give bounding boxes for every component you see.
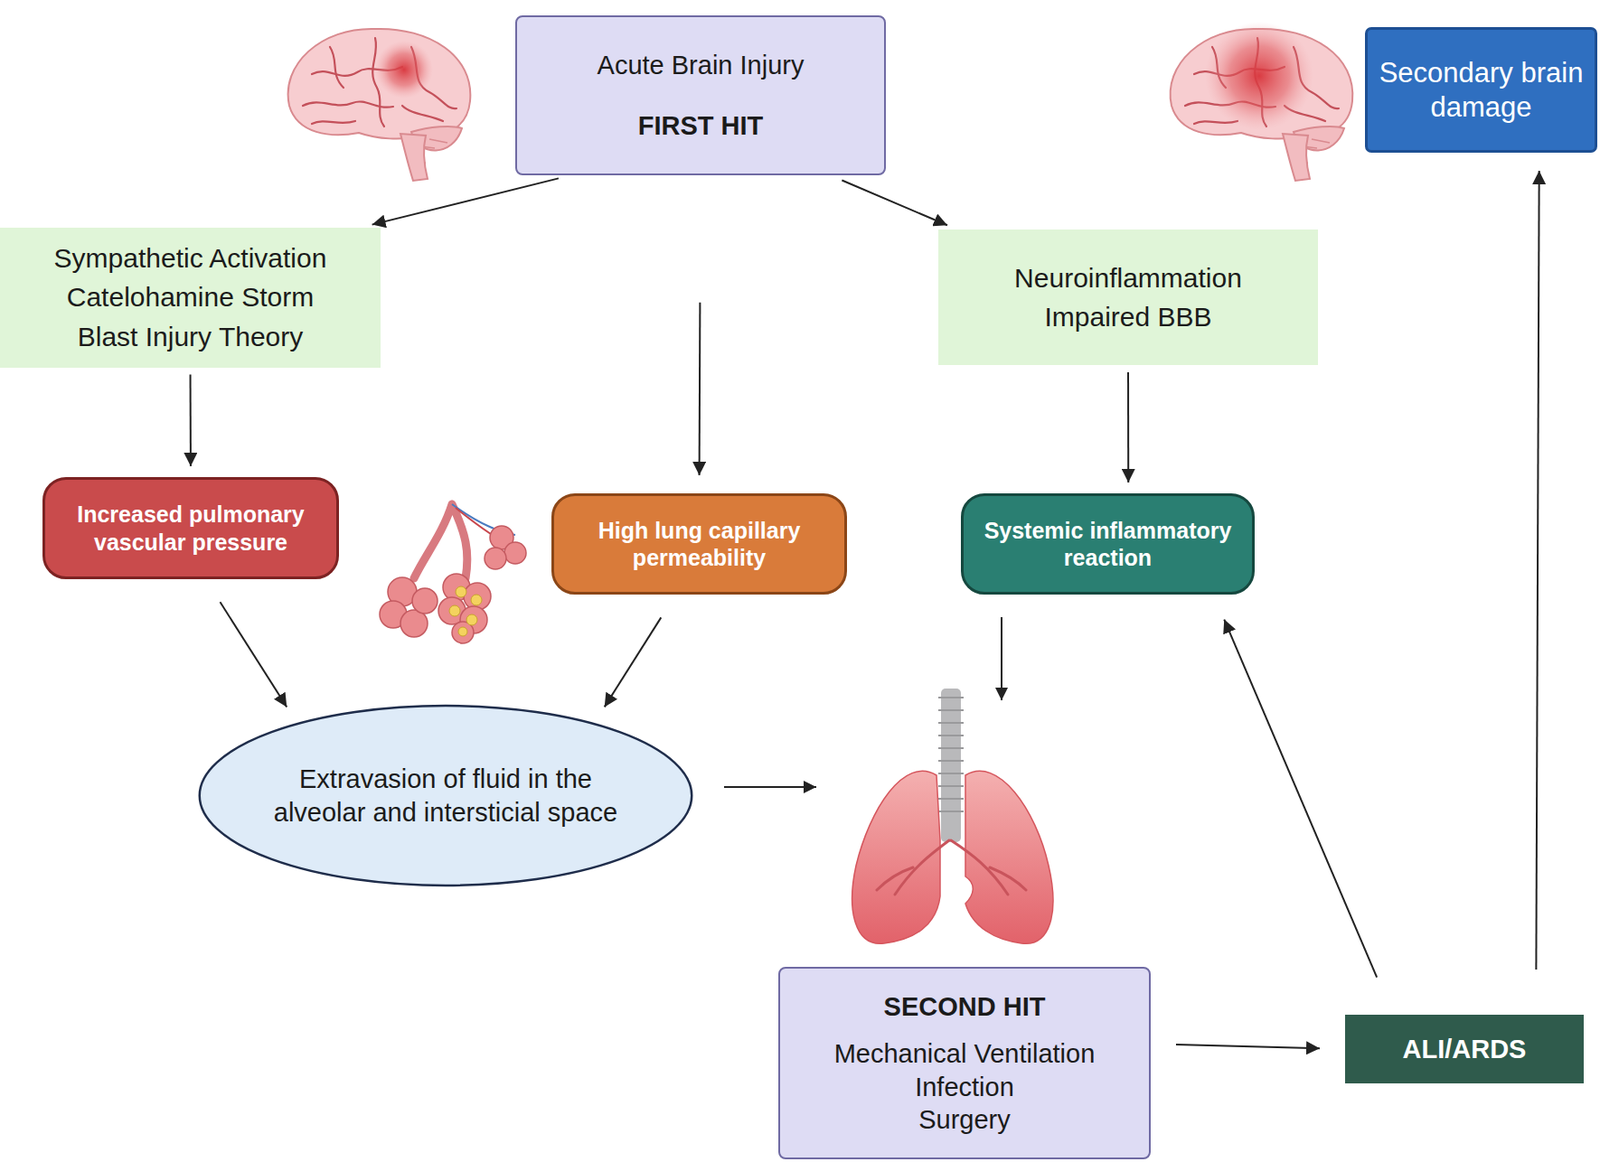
node-text: Extravasion of fluid in the alveolar and… [267,762,624,829]
bronchiole [414,504,468,579]
brain-illustration [288,28,471,181]
text-wrap: NeuroinflammationImpaired BBB [938,251,1318,345]
node-text: Secondary brain damage [1378,56,1584,125]
arrow-connector [372,178,559,225]
ellipse-shape [199,705,693,886]
text-wrap: Sympathetic ActivationCatelohamine Storm… [0,231,381,365]
node-text: High lung capillary permeability [574,517,825,573]
node-text: Impaired BBB [949,297,1308,338]
text-wrap: Extravasion of fluid in the alveolar and… [197,744,695,848]
arrow-connector [1127,372,1130,483]
process-ellipse: Extravasion of fluid in the alveolar and… [197,704,695,888]
node-text: Infection [794,1071,1135,1104]
mechanism-band: NeuroinflammationImpaired BBB [938,229,1318,366]
arrow-connector [1176,1044,1320,1049]
ellipse-outline [197,704,695,888]
alveolus-detail [449,586,482,637]
alveolus-cluster [379,526,527,644]
outcome-box: Secondary brain damage [1364,27,1598,153]
node-text: Blast Injury Theory [10,317,370,358]
text-wrap: Secondary brain damage [1367,48,1595,132]
brain-illustration [1170,21,1354,181]
lung-illustration [852,688,1054,944]
outcome-box: ALI/ARDS [1345,1015,1584,1084]
node-text: Surgery [794,1103,1135,1137]
node-heading: FIRST HIT [531,109,870,142]
text-wrap: ALI/ARDS [1345,1028,1584,1072]
arrow-connector [698,302,702,476]
lesion-glow [1204,21,1314,131]
process-box: SECOND HIT Mechanical VentilationInfectio… [778,967,1151,1160]
process-pill: High lung capillary permeability [551,493,848,595]
process-pill: Systemic inflammatory reaction [960,493,1255,595]
node-text: Acute Brain Injury [531,48,870,82]
text-wrap: Acute Brain InjuryFIRST HIT [517,39,885,151]
arrow-connector [219,602,287,707]
pointer-arrow [1000,617,1003,701]
text-wrap: High lung capillary permeability [554,509,845,580]
arrow-connector [189,375,192,468]
node-text: Increased pulmonary vascular pressure [65,500,317,556]
node-text: Systemic inflammatory reaction [983,517,1233,573]
node-text: Catelohamine Storm [10,277,370,318]
text-wrap: Increased pulmonary vascular pressure [45,493,337,564]
arrow-connector [1223,620,1377,979]
process-pill: Increased pulmonary vascular pressure [42,477,339,580]
arrow-connector [604,617,662,707]
node-text: ALI/ARDS [1355,1034,1573,1066]
bronchi [876,840,1026,895]
process-box: Acute Brain InjuryFIRST HIT [515,15,886,176]
mechanism-band: Sympathetic ActivationCatelohamine Storm… [0,227,381,368]
node-text: Mechanical Ventilation [794,1037,1135,1071]
node-text: Neuroinflammation [949,258,1308,299]
node-text: Sympathetic Activation [10,238,370,279]
lesion-glow [375,40,433,99]
trachea [941,688,961,843]
arrow-connector [1535,170,1539,970]
text-wrap: SECOND HIT Mechanical VentilationInfectio… [780,981,1149,1146]
alveoli-illustration [379,504,527,644]
brain-figure [288,28,471,181]
right-lung [965,771,1054,944]
node-heading: SECOND HIT [794,990,1135,1024]
text-wrap: Systemic inflammatory reaction [963,509,1252,580]
arrow-connector [841,179,948,226]
trachea-rings [938,697,964,812]
pointer-arrow [724,786,817,789]
